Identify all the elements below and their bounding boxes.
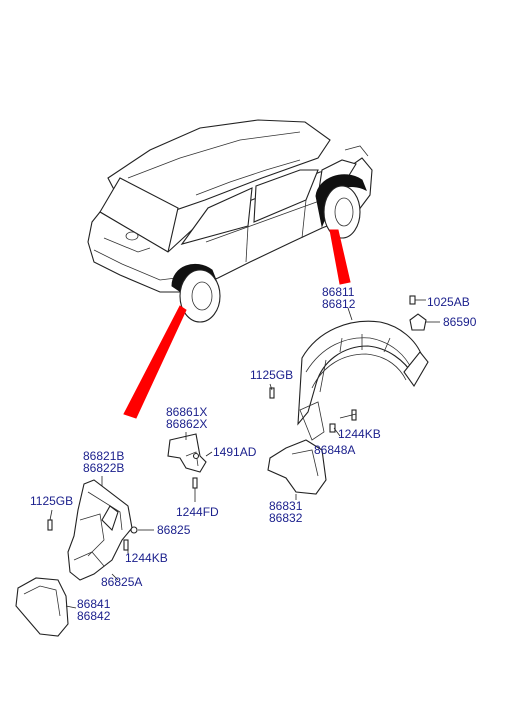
part-number-86841: 86841 (77, 597, 111, 611)
part-number-86822B: 86822B (83, 461, 125, 475)
car-illustration (87, 119, 373, 323)
part-number-86821B: 86821B (83, 449, 125, 463)
part-number-86831: 86831 (269, 499, 303, 513)
part-number-1491AD: 1491AD (213, 445, 257, 459)
part-number-1244KB-rear: 1244KB (338, 427, 381, 441)
part-number-1244FD: 1244FD (176, 505, 219, 519)
part-number-86861X: 86861X (166, 405, 208, 419)
part-number-86811: 86811 (322, 285, 355, 299)
part-number-86812: 86812 (322, 297, 356, 311)
part-number-86848A: 86848A (314, 443, 356, 457)
front-wheel-guard (167, 295, 440, 502)
part-number-86590: 86590 (443, 315, 477, 329)
part-number-86825A: 86825A (101, 575, 143, 589)
part-number-1244KB-front: 1244KB (125, 551, 168, 565)
part-number-1025AB: 1025AB (427, 295, 470, 309)
part-number-86842: 86842 (77, 609, 111, 623)
part-number-1125GB-rear: 1125GB (250, 368, 294, 382)
part-number-86825: 86825 (157, 523, 191, 537)
pointer-front-wheel (329, 229, 351, 285)
part-number-1125GB-front: 1125GB (30, 494, 74, 508)
part-number-86862X: 86862X (166, 417, 208, 431)
part-number-86832: 86832 (269, 511, 303, 525)
pointer-rear-wheel (123, 305, 187, 419)
rear-wheel-guard (15, 476, 154, 637)
